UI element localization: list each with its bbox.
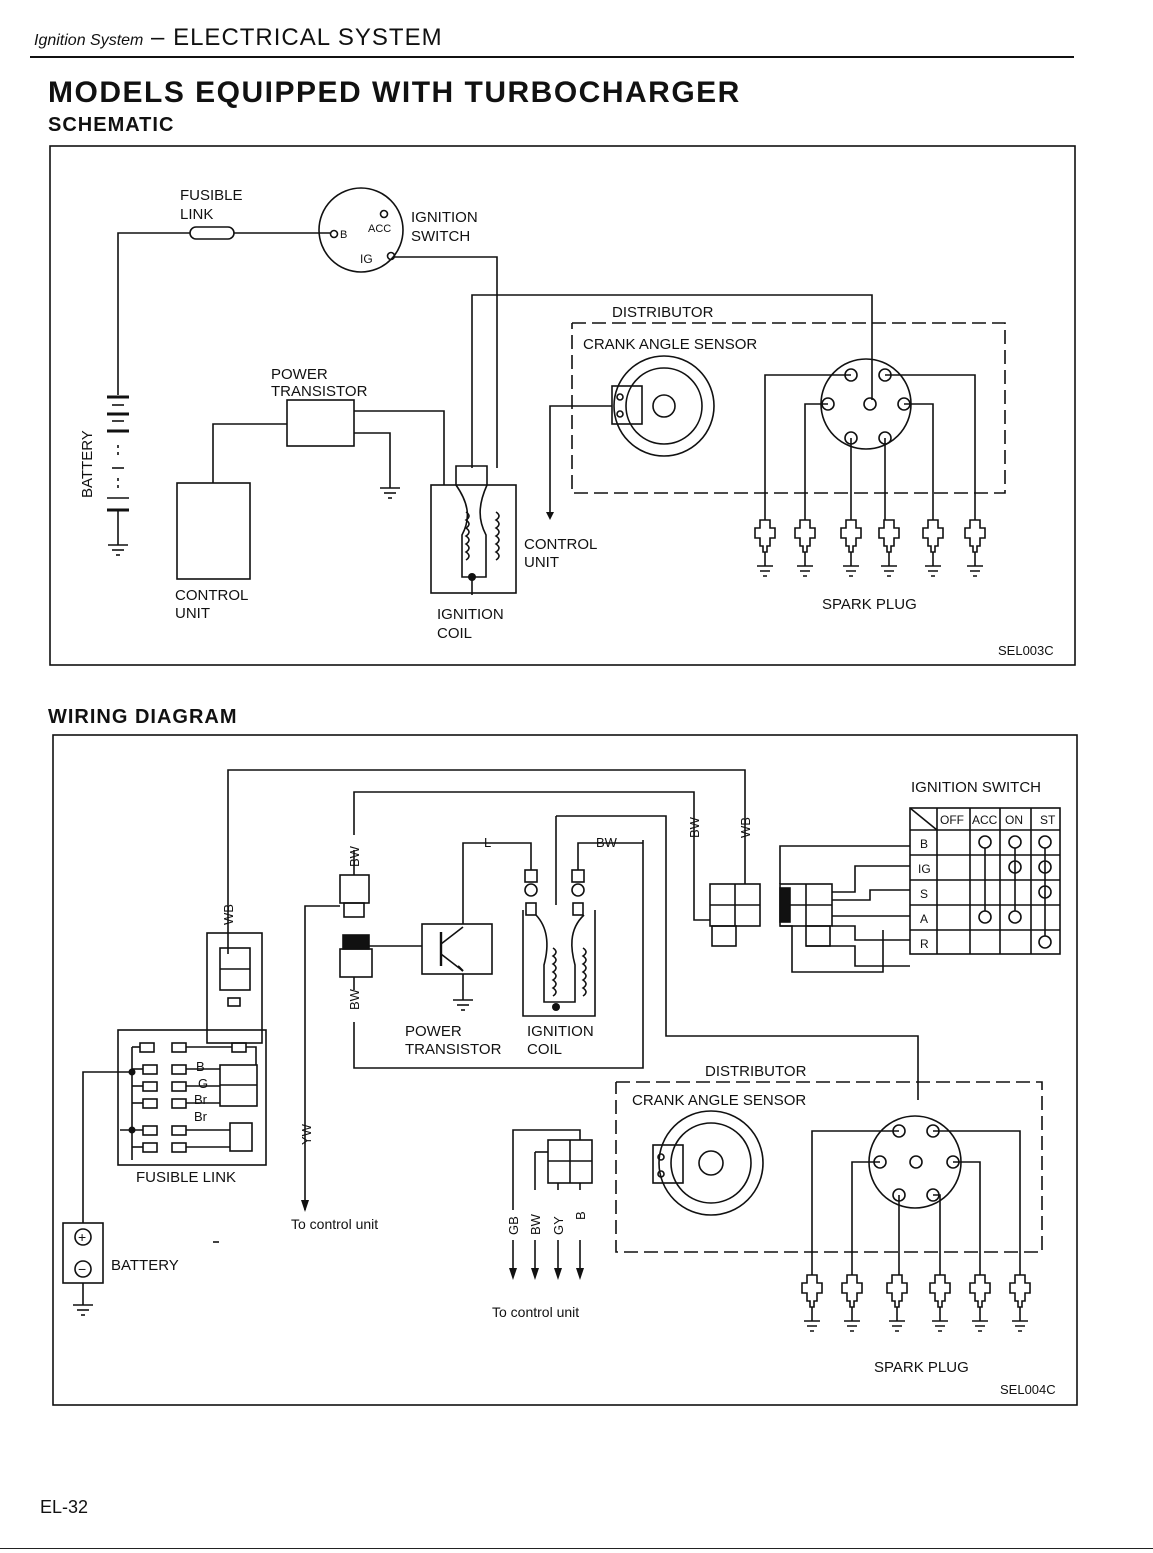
fusible-link-label: FUSIBLE LINK bbox=[136, 1169, 236, 1186]
switch-row-ig: IG bbox=[918, 862, 931, 876]
wire-label-bw-top-right: BW bbox=[687, 816, 702, 838]
wiring-frame bbox=[52, 734, 1078, 1406]
wire-label-bw-lower: BW bbox=[347, 988, 362, 1010]
spark-plug-2 bbox=[794, 519, 816, 577]
battery-minus-sign: − bbox=[78, 1261, 86, 1277]
schematic-heading: SCHEMATIC bbox=[48, 114, 175, 136]
battery-plus-sign: + bbox=[78, 1229, 86, 1245]
control-unit-right-label-1: CONTROL bbox=[524, 536, 597, 553]
fuse-label-g: G bbox=[198, 1076, 208, 1091]
section-title: ELECTRICAL SYSTEM bbox=[173, 24, 443, 51]
ignition-switch-label-2: SWITCH bbox=[411, 228, 470, 245]
spark-plug-6 bbox=[964, 519, 986, 577]
switch-table bbox=[909, 807, 1061, 955]
wire-label-gy: GY bbox=[551, 1216, 566, 1235]
section-italic: Ignition System bbox=[34, 32, 144, 49]
wiring-ignition-coil-label-1: IGNITION bbox=[527, 1023, 594, 1040]
switch-row-s: S bbox=[920, 887, 928, 901]
fuse-label-br-1: Br bbox=[194, 1092, 208, 1107]
spark-plug-6 bbox=[1009, 1274, 1031, 1332]
spark-plug-3 bbox=[886, 1274, 908, 1332]
wire-label-wb-left: WB bbox=[221, 904, 236, 925]
fuse-label-br-2: Br bbox=[194, 1109, 208, 1124]
switch-col-st: ST bbox=[1040, 813, 1056, 827]
wiring-power-transistor-label-2: TRANSISTOR bbox=[405, 1041, 502, 1058]
power-transistor-symbol bbox=[286, 399, 355, 447]
wiring-crank-angle-sensor-symbol bbox=[658, 1110, 764, 1216]
ignition-coil-symbol bbox=[430, 484, 517, 594]
control-unit-left-label-2: UNIT bbox=[175, 605, 210, 622]
wiring-heading: WIRING DIAGRAM bbox=[48, 706, 238, 728]
fusible-link-symbol bbox=[189, 226, 235, 240]
power-transistor-label-2: TRANSISTOR bbox=[271, 383, 368, 400]
switch-row-a: A bbox=[920, 912, 928, 926]
fusible-link-label-1: FUSIBLE bbox=[180, 187, 243, 204]
schematic-code: SEL003C bbox=[998, 643, 1054, 658]
wiring-power-transistor-symbol bbox=[421, 923, 493, 975]
wiring-crank-angle-sensor-label: CRANK ANGLE SENSOR bbox=[632, 1092, 806, 1109]
ignition-switch-label-1: IGNITION bbox=[411, 209, 478, 226]
section-header: Ignition System – ELECTRICAL SYSTEM bbox=[34, 24, 443, 52]
wire-label-bw-bottom: BW bbox=[528, 1213, 543, 1235]
spark-plug-label: SPARK PLUG bbox=[822, 596, 917, 613]
wire-label-l: L bbox=[484, 835, 491, 850]
bottom-rule bbox=[0, 1548, 1153, 1549]
wire-label-bw-upper: BW bbox=[347, 845, 362, 867]
spark-plug-1 bbox=[754, 519, 776, 577]
fusible-link-label-2: LINK bbox=[180, 206, 213, 223]
schematic-diagram: FUSIBLE LINK IGNITION SWITCH B ACC IG PO… bbox=[49, 145, 1076, 666]
switch-col-off: OFF bbox=[940, 813, 964, 827]
control-unit-left-symbol bbox=[176, 482, 251, 580]
wiring-diagram: IGNITION SWITCH OFF ACC ON ST B IG S A R… bbox=[52, 734, 1078, 1406]
schematic-frame bbox=[49, 145, 1076, 666]
power-transistor-label-1: POWER bbox=[271, 366, 328, 383]
control-unit-right-label-2: UNIT bbox=[524, 554, 559, 571]
switch-terminal-b: B bbox=[340, 229, 347, 241]
ignition-coil-label-1: IGNITION bbox=[437, 606, 504, 623]
switch-row-r: R bbox=[920, 937, 929, 951]
to-control-unit-label-1: To control unit bbox=[291, 1216, 378, 1232]
wire-label-gb: GB bbox=[506, 1216, 521, 1235]
wiring-battery-label: BATTERY bbox=[111, 1257, 179, 1274]
wire-label-bw-coil: BW bbox=[596, 835, 618, 850]
page-number: EL-32 bbox=[40, 1497, 89, 1517]
spark-plugs-schematic bbox=[754, 519, 986, 577]
to-control-unit-label-2: To control unit bbox=[492, 1304, 579, 1320]
switch-col-on: ON bbox=[1005, 813, 1023, 827]
wiring-spark-plug-label: SPARK PLUG bbox=[874, 1359, 969, 1376]
switch-terminal-acc: ACC bbox=[368, 223, 391, 235]
crank-angle-sensor-label: CRANK ANGLE SENSOR bbox=[583, 336, 757, 353]
battery-label: BATTERY bbox=[79, 430, 96, 498]
wire-label-wb-top-right: WB bbox=[738, 817, 753, 838]
spark-plug-5 bbox=[969, 1274, 991, 1332]
header-rule bbox=[30, 56, 1074, 58]
page-title: MODELS EQUIPPED WITH TURBOCHARGER bbox=[48, 76, 741, 109]
spark-plug-4 bbox=[929, 1274, 951, 1332]
fuse-label-b: B bbox=[196, 1059, 205, 1074]
distributor-label: DISTRIBUTOR bbox=[612, 304, 714, 321]
spark-plug-1 bbox=[801, 1274, 823, 1332]
switch-row-b: B bbox=[920, 837, 928, 851]
wire-label-yw: YW bbox=[299, 1123, 314, 1145]
wiring-power-transistor-label-1: POWER bbox=[405, 1023, 462, 1040]
spark-plug-5 bbox=[922, 519, 944, 577]
crank-angle-sensor-symbol bbox=[613, 355, 715, 457]
section-dash: – bbox=[143, 24, 174, 51]
fusible-link-block bbox=[117, 1029, 267, 1166]
control-unit-left-label-1: CONTROL bbox=[175, 587, 248, 604]
wiring-ignition-switch-label: IGNITION SWITCH bbox=[911, 779, 1041, 796]
wire-label-b: B bbox=[573, 1211, 588, 1220]
ignition-coil-label-2: COIL bbox=[437, 625, 472, 642]
wiring-distributor-label: DISTRIBUTOR bbox=[705, 1063, 807, 1080]
spark-plug-4 bbox=[878, 519, 900, 577]
spark-plug-3 bbox=[840, 519, 862, 577]
spark-plugs-wiring bbox=[801, 1274, 1031, 1332]
switch-terminal-ig: IG bbox=[360, 252, 373, 266]
switch-col-acc: ACC bbox=[972, 813, 998, 827]
ignition-switch-symbol bbox=[318, 187, 404, 273]
wiring-code: SEL004C bbox=[1000, 1382, 1056, 1397]
spark-plug-2 bbox=[841, 1274, 863, 1332]
wiring-ignition-coil-label-2: COIL bbox=[527, 1041, 562, 1058]
